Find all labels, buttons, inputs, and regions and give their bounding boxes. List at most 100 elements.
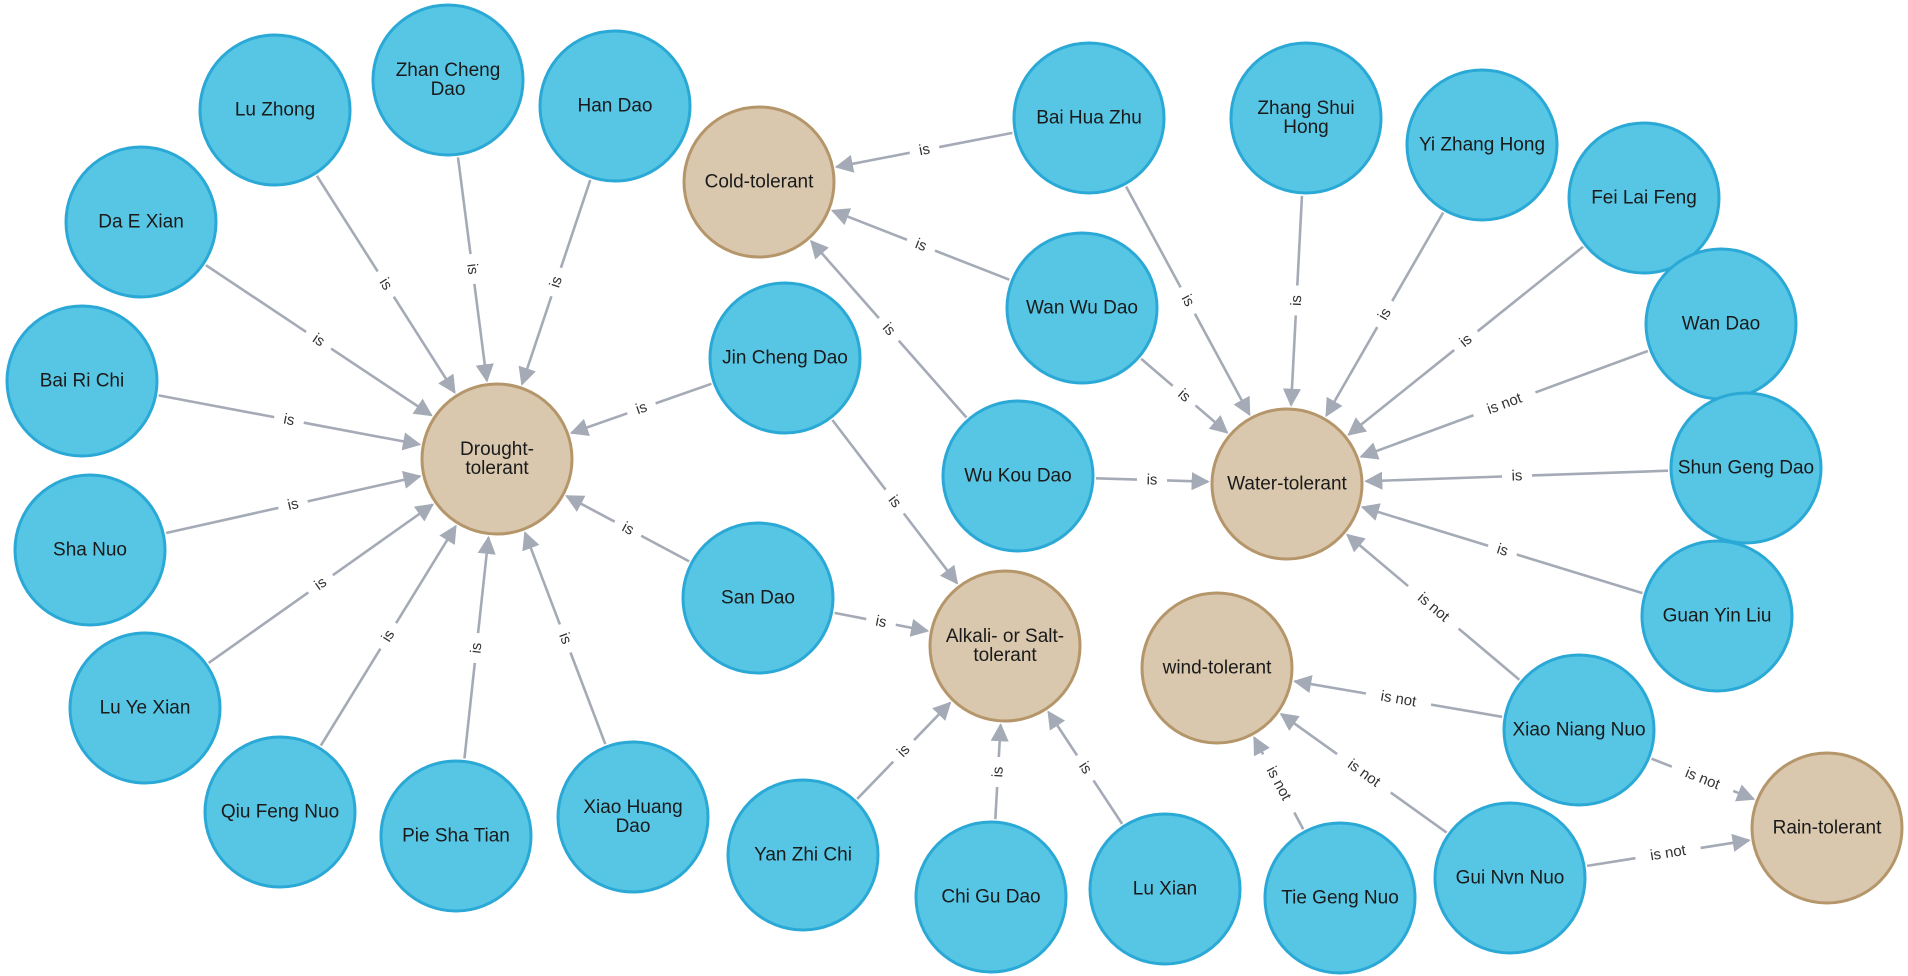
variety-node-chi_gu_dao[interactable]: Chi Gu Dao [914, 820, 1068, 974]
edge-line [640, 534, 690, 563]
variety-node-xiao_niang_nuo[interactable]: Xiao Niang Nuo [1502, 653, 1656, 807]
edge-line [1296, 195, 1304, 286]
variety-node-wan_dao[interactable]: Wan Dao [1644, 247, 1798, 401]
node-circle[interactable] [371, 3, 525, 157]
node-circle[interactable] [726, 778, 880, 932]
node-circle[interactable] [1567, 121, 1721, 275]
edge-arrow [476, 535, 496, 634]
node-circle[interactable] [1229, 41, 1383, 195]
trait-node-wind[interactable]: wind-tolerant [1140, 591, 1294, 745]
variety-node-san_dao[interactable]: San Dao [681, 521, 835, 675]
variety-node-da_e_xian[interactable]: Da E Xian [64, 145, 218, 299]
edge-xiao_niang_nuo-wind: is not [1293, 675, 1503, 719]
variety-node-gui_nvn_nuo[interactable]: Gui Nvn Nuo [1433, 801, 1587, 955]
variety-node-fei_lai_feng[interactable]: Fei Lai Feng [1567, 121, 1721, 275]
trait-node-drought[interactable]: Drought-tolerant [420, 382, 574, 536]
node-circle[interactable] [1502, 653, 1656, 807]
node-circle[interactable] [681, 521, 835, 675]
node-circle[interactable] [198, 33, 352, 187]
node-circle[interactable] [1088, 812, 1242, 966]
node-label: Xiao Huang [583, 797, 682, 818]
edge-fei_lai_feng-water: is [1347, 245, 1584, 436]
variety-node-yi_zhang_hong[interactable]: Yi Zhang Hong [1405, 68, 1559, 222]
node-label: Wu Kou Dao [964, 466, 1071, 487]
trait-node-alkali[interactable]: Alkali- or Salt-tolerant [928, 569, 1082, 723]
node-circle[interactable] [1012, 41, 1166, 195]
node-circle[interactable] [682, 105, 836, 259]
trait-node-cold[interactable]: Cold-tolerant [682, 105, 836, 259]
edge-line [158, 394, 275, 419]
edge-arrow [1166, 472, 1210, 491]
edge-label: is [463, 263, 481, 276]
trait-node-water[interactable]: Water-tolerant [1210, 407, 1364, 561]
edge-label: is not [1414, 589, 1453, 626]
edge-da_e_xian-drought: is [205, 264, 433, 417]
node-label: Sha Nuo [53, 540, 127, 561]
edge-line [655, 382, 712, 405]
node-circle[interactable] [13, 473, 167, 627]
node-circle[interactable] [1433, 801, 1587, 955]
edge-label: is [376, 275, 396, 293]
node-circle[interactable] [941, 399, 1095, 553]
node-circle[interactable] [379, 759, 533, 913]
node-circle[interactable] [538, 29, 692, 183]
edge-label: is [874, 613, 888, 632]
node-circle[interactable] [420, 382, 574, 536]
node-circle[interactable] [1263, 821, 1417, 975]
variety-node-lu_xian[interactable]: Lu Xian [1088, 812, 1242, 966]
edge-label: is [918, 141, 932, 160]
edge-wan_wu_dao-cold: is [830, 208, 1010, 281]
variety-node-lu_zhong[interactable]: Lu Zhong [198, 33, 352, 187]
variety-node-guan_yin_liu[interactable]: Guan Yin Liu [1640, 539, 1794, 693]
node-circle[interactable] [1640, 539, 1794, 693]
node-circle[interactable] [1750, 751, 1904, 905]
node-circle[interactable] [1405, 68, 1559, 222]
node-label: Water-tolerant [1227, 474, 1347, 495]
node-circle[interactable] [64, 145, 218, 299]
variety-node-bai_hua_zhu[interactable]: Bai Hua Zhu [1012, 41, 1166, 195]
node-circle[interactable] [1669, 391, 1823, 545]
variety-node-lu_ye_xian[interactable]: Lu Ye Xian [68, 631, 222, 785]
variety-node-pie_sha_tian[interactable]: Pie Sha Tian [379, 759, 533, 913]
edge-line [463, 662, 477, 759]
edge-label: is [913, 235, 929, 255]
variety-node-shun_geng_dao[interactable]: Shun Geng Dao [1669, 391, 1823, 545]
edge-xiao_niang_nuo-water: is not [1346, 533, 1521, 681]
node-circle[interactable] [556, 740, 710, 894]
node-circle[interactable] [1005, 231, 1159, 385]
edge-label: is [1375, 305, 1395, 323]
node-circle[interactable] [708, 281, 862, 435]
node-label: Pie Sha Tian [402, 826, 510, 847]
variety-node-han_dao[interactable]: Han Dao [538, 29, 692, 183]
variety-node-wu_kou_dao[interactable]: Wu Kou Dao [941, 399, 1095, 553]
variety-node-bai_ri_chi[interactable]: Bai Ri Chi [5, 304, 159, 458]
trait-node-rain[interactable]: Rain-tolerant [1750, 751, 1904, 905]
node-circle[interactable] [1140, 591, 1294, 745]
node-circle[interactable] [914, 820, 1068, 974]
node-circle[interactable] [5, 304, 159, 458]
edge-label: is not [1649, 842, 1688, 865]
edge-label: is [1075, 759, 1095, 777]
edge-line [1531, 469, 1669, 477]
edge-san_dao-drought: is [565, 494, 690, 563]
node-circle[interactable] [1210, 407, 1364, 561]
node-circle[interactable] [68, 631, 222, 785]
node-circle[interactable] [203, 735, 357, 889]
edge-line [1391, 211, 1445, 302]
variety-node-yan_zhi_chi[interactable]: Yan Zhi Chi [726, 778, 880, 932]
variety-node-wan_wu_dao[interactable]: Wan Wu Dao [1005, 231, 1159, 385]
edge-line [1293, 811, 1305, 830]
variety-node-sha_nuo[interactable]: Sha Nuo [13, 473, 167, 627]
edge-gui_nvn_nuo-wind: is not [1279, 712, 1448, 834]
node-label: Chi Gu Dao [941, 887, 1040, 908]
variety-node-qiu_feng_nuo[interactable]: Qiu Feng Nuo [203, 735, 357, 889]
variety-node-jin_cheng_dao[interactable]: Jin Cheng Dao [708, 281, 862, 435]
edge-line [315, 175, 379, 273]
node-circle[interactable] [928, 569, 1082, 723]
variety-node-tie_geng_nuo[interactable]: Tie Geng Nuo [1263, 821, 1417, 975]
edge-guan_yin_liu-water: is [1360, 503, 1643, 595]
